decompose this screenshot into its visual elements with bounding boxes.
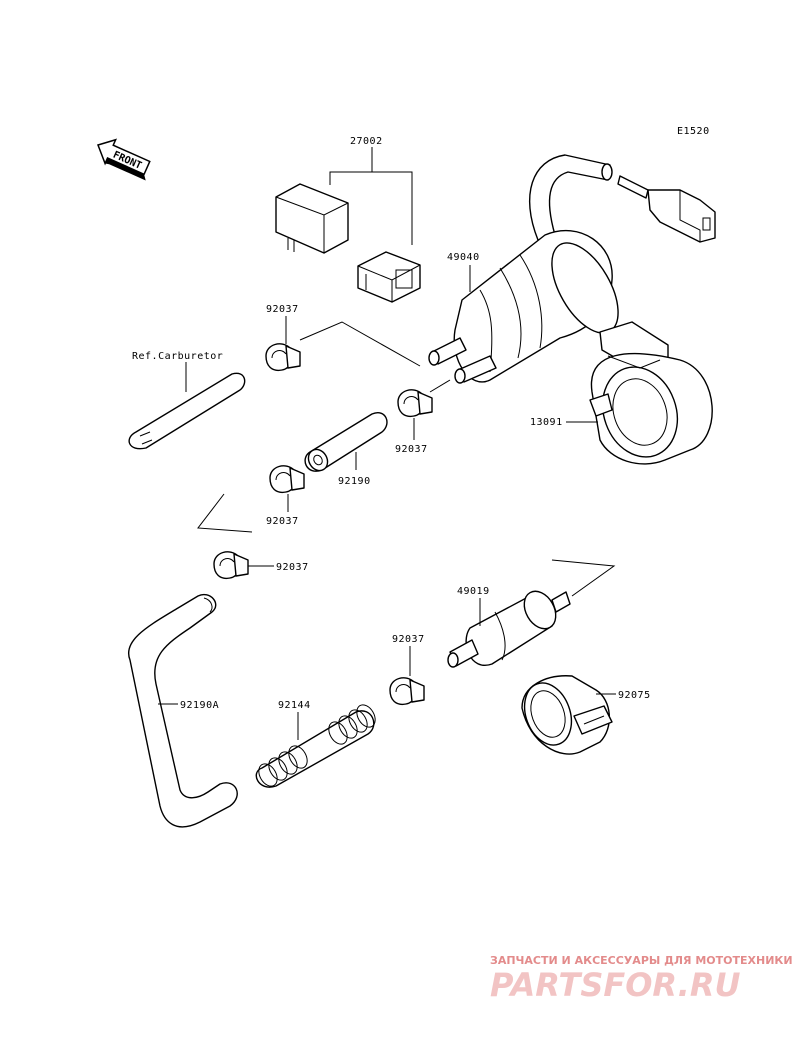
ref-carburetor-label: Ref.Carburetor bbox=[132, 351, 223, 362]
label-92190A: 92190A bbox=[180, 700, 219, 711]
label-49019: 49019 bbox=[457, 586, 490, 597]
label-92037-d: 92037 bbox=[276, 562, 309, 573]
front-arrow-icon: FRONT bbox=[97, 138, 151, 181]
label-92075: 92075 bbox=[618, 690, 651, 701]
label-92037-a: 92037 bbox=[266, 304, 299, 315]
label-92037-b: 92037 bbox=[395, 444, 428, 455]
clamp-92037-lower-center bbox=[389, 677, 425, 706]
fuel-filter-49019 bbox=[447, 590, 571, 668]
watermark-logo: PARTSFOR.RU bbox=[490, 966, 740, 1004]
clamp-ring-92075 bbox=[521, 675, 613, 755]
label-92190: 92190 bbox=[338, 476, 371, 487]
carburetor-pipe bbox=[128, 372, 246, 450]
hose-92190 bbox=[304, 412, 388, 472]
fuel-pump-49040 bbox=[428, 154, 716, 384]
clamp-92037-center bbox=[397, 389, 433, 418]
label-92037-e: 92037 bbox=[392, 634, 425, 645]
label-92037-c: 92037 bbox=[266, 516, 299, 527]
spring-92144 bbox=[255, 704, 376, 788]
relay-27002 bbox=[275, 183, 421, 303]
bracket-13091 bbox=[589, 321, 713, 465]
label-92144: 92144 bbox=[278, 700, 311, 711]
diagram-code: E1520 bbox=[677, 126, 710, 137]
watermark-tagline: ЗАПЧАСТИ И АКСЕССУАРЫ ДЛЯ МОТОТЕХНИКИ bbox=[490, 954, 793, 967]
clamp-92037-upper-left bbox=[265, 343, 301, 372]
label-49040: 49040 bbox=[447, 252, 480, 263]
label-13091: 13091 bbox=[530, 417, 563, 428]
label-27002: 27002 bbox=[350, 136, 383, 147]
clamp-92037-mid-left bbox=[269, 465, 305, 494]
clamp-92037-lower-left bbox=[213, 551, 249, 580]
hose-92190A bbox=[127, 593, 238, 828]
